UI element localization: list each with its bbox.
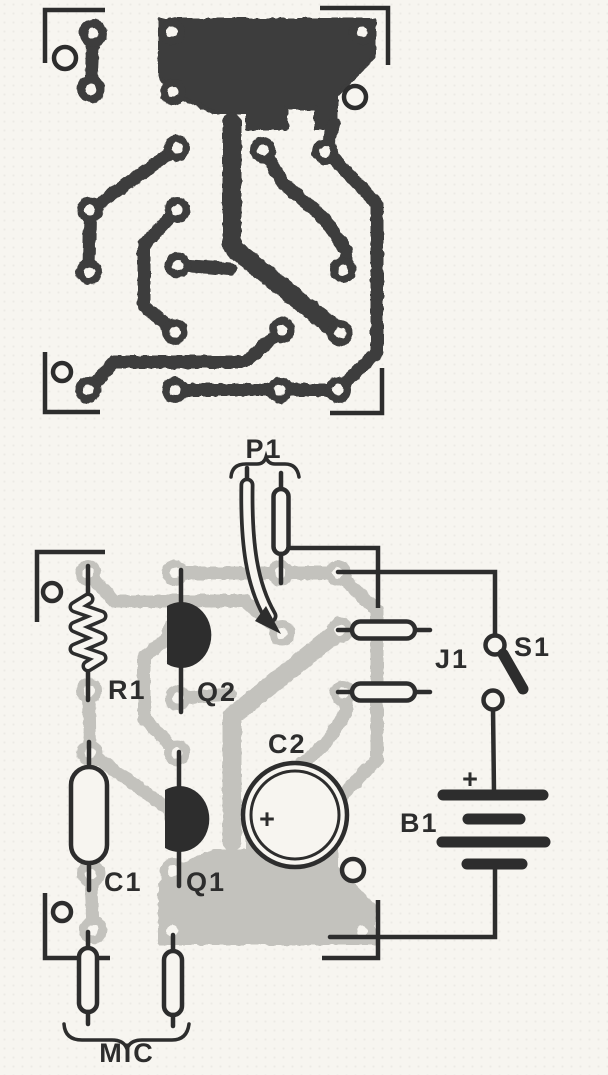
label-j1: J1 bbox=[435, 644, 469, 674]
board-corner-marks bbox=[42, 5, 391, 416]
solder-side-view bbox=[42, 5, 391, 416]
label-b1: B1 bbox=[400, 808, 439, 838]
reference-labels: P1 R1 Q2 J1 S1 C2 B1 C1 Q1 MIC bbox=[99, 434, 551, 1068]
mounting-holes bbox=[50, 44, 369, 384]
label-q1: Q1 bbox=[186, 867, 226, 897]
label-c1: C1 bbox=[104, 867, 143, 897]
battery-polarity: + bbox=[462, 764, 480, 794]
p1-brace bbox=[229, 450, 301, 479]
label-p1: P1 bbox=[245, 434, 282, 464]
component-side-view: + + bbox=[34, 434, 551, 1068]
mounting-holes bbox=[40, 580, 367, 924]
label-r1: R1 bbox=[108, 675, 147, 705]
component-q2 bbox=[167, 567, 212, 715]
label-c2: C2 bbox=[268, 729, 307, 759]
label-q2: Q2 bbox=[197, 677, 237, 707]
switch-lever bbox=[497, 648, 529, 695]
c2-polarity: + bbox=[259, 804, 277, 834]
mic-brace bbox=[62, 1022, 191, 1055]
wire-board-to-switch bbox=[335, 569, 498, 637]
wire-battery-to-board bbox=[327, 865, 498, 940]
component-r1 bbox=[68, 563, 108, 703]
component-b1: + bbox=[436, 764, 551, 870]
component-mic bbox=[76, 929, 185, 1029]
component-s1 bbox=[481, 633, 529, 712]
label-mic: MIC bbox=[99, 1038, 155, 1068]
hookup-wires bbox=[327, 569, 498, 940]
wire-switch-to-battery bbox=[490, 705, 497, 795]
component-p1 bbox=[239, 465, 291, 634]
jumper-links bbox=[335, 619, 433, 703]
component-c1 bbox=[68, 739, 110, 893]
label-s1: S1 bbox=[514, 632, 551, 662]
component-q1 bbox=[165, 749, 210, 889]
component-c2: + bbox=[240, 760, 350, 870]
board-corner-marks bbox=[34, 545, 381, 961]
wire-tip bbox=[255, 606, 281, 634]
